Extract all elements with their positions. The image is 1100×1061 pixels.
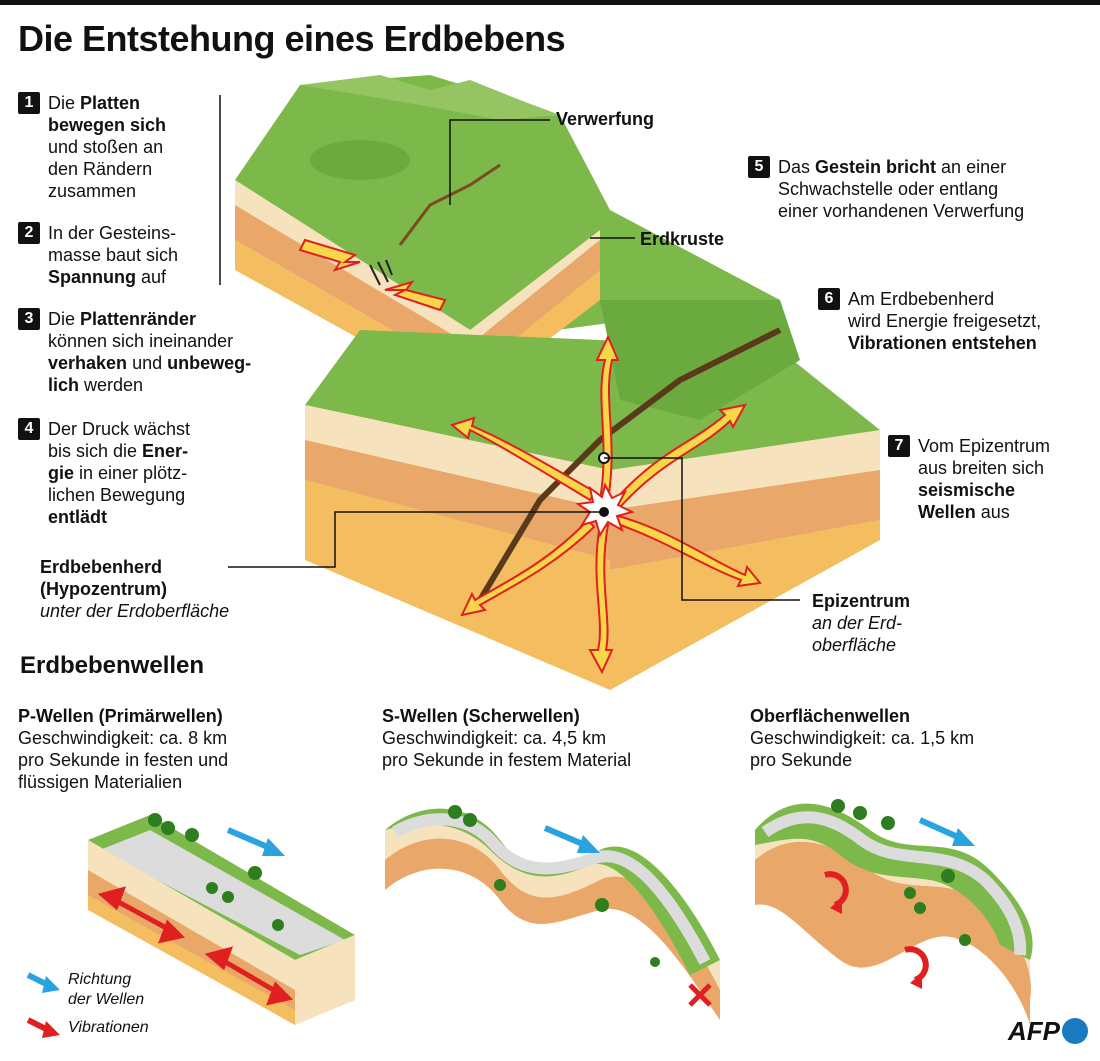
leader-lines [219, 95, 800, 601]
push-arrow-left-icon [384, 280, 447, 312]
wave-title: P-Wellen (Primärwellen) [18, 706, 223, 726]
wave-line: Geschwindigkeit: ca. 8 km [18, 728, 228, 748]
s-wave-text: S-Wellen (Scherwellen) Geschwindigkeit: … [382, 705, 631, 771]
push-arrow-right-icon [298, 238, 361, 272]
label-verwerfung: Verwerfung [556, 109, 655, 129]
step-number: 5 [748, 156, 770, 178]
label-erdkruste: Erdkruste [640, 229, 725, 249]
afp-logo: AFP [1008, 1016, 1088, 1047]
afp-dot-icon [1062, 1018, 1088, 1044]
lower-block [305, 300, 880, 690]
legend-direction: Richtung der Wellen [68, 970, 144, 1010]
step-number: 6 [818, 288, 840, 310]
hypocenter-subtitle: (Hypozentrum) [40, 579, 167, 599]
section-title: Erdbebenwellen [20, 652, 205, 679]
legend-direction-label-2: der Wellen [68, 991, 145, 1008]
surface-wave-block [755, 799, 1033, 1025]
p-wave-block [88, 813, 355, 1025]
wave-title: S-Wellen (Scherwellen) [382, 706, 580, 726]
label-epicenter: Epizentrum an der Erd- oberfläche [812, 590, 910, 656]
wave-line: pro Sekunde in festen und [18, 750, 229, 770]
legend-direction-label: Richtung [68, 971, 132, 988]
wave-line: pro Sekunde in festem Material [382, 750, 632, 770]
hypocenter-title: Erdbebenherd [40, 557, 163, 577]
wave-line: pro Sekunde [750, 750, 853, 770]
afp-logo-text: AFP [1008, 1016, 1060, 1046]
wave-line: Geschwindigkeit: ca. 1,5 km [750, 728, 975, 748]
epicenter-note-2: oberfläche [812, 635, 897, 655]
label-hypocenter: Erdbebenherd (Hypozentrum) unter der Erd… [40, 556, 229, 622]
wave-line: Geschwindigkeit: ca. 4,5 km [382, 728, 607, 748]
hypocenter-note: unter der Erdoberfläche [40, 601, 230, 621]
s-wave-block [385, 805, 720, 1020]
epicenter-note-1: an der Erd- [812, 613, 903, 633]
wave-line: flüssigen Materialien [18, 772, 183, 792]
legend-icons [26, 972, 60, 1038]
epicenter-title: Epizentrum [812, 591, 911, 611]
step-number: 7 [888, 435, 910, 457]
step-number: 4 [18, 418, 40, 440]
legend-vibrations: Vibrationen [68, 1019, 149, 1036]
seismic-wave-arrows [449, 334, 762, 675]
step-number: 1 [18, 92, 40, 114]
surface-wave-text: Oberflächenwellen Geschwindigkeit: ca. 1… [750, 705, 974, 771]
page-title: Die Entstehung eines Erdbebens [18, 18, 566, 59]
step-number: 2 [18, 222, 40, 244]
top-rule [0, 0, 1100, 5]
p-wave-text: P-Wellen (Primärwellen) Geschwindigkeit:… [18, 705, 228, 793]
wave-title: Oberflächenwellen [750, 706, 911, 726]
step-number: 3 [18, 308, 40, 330]
